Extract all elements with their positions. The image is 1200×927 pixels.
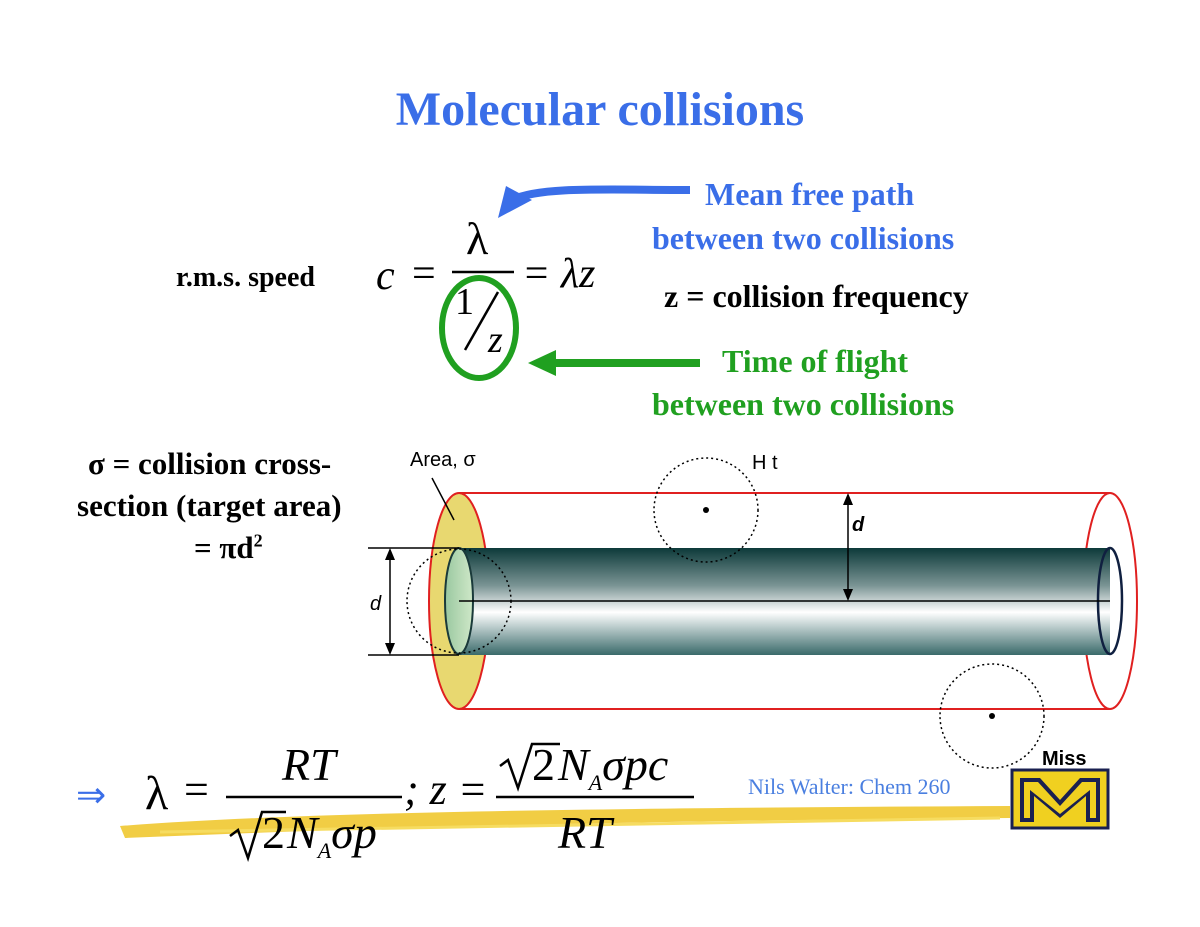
slide-title: Molecular collisions: [395, 83, 805, 136]
formula-num2-root: 2: [532, 739, 555, 790]
formula-den-rest: NAσp: [287, 807, 377, 864]
formula-num-rt: RT: [282, 739, 336, 790]
sigma-definition-line-1: σ = collision cross-: [88, 446, 332, 481]
formula-equals: =: [184, 765, 209, 814]
rms-equals: =: [412, 251, 436, 297]
sqrt-sign-1: [229, 810, 286, 862]
one-over-z-highlight: [439, 275, 519, 381]
rms-lambda-numerator: λ: [466, 213, 489, 264]
slash-1-z: [463, 291, 500, 351]
sigma-definition-line-3: = πd2: [194, 530, 263, 565]
footer-credit: Nils Walter: Chem 260: [748, 774, 951, 799]
formula-den-root: 2: [262, 807, 285, 858]
mean-free-path-note-1: Mean free path: [705, 176, 915, 212]
hit-molecule-circle: [653, 457, 759, 563]
miss-molecule-center: [989, 713, 995, 719]
formula-lambda: λ: [145, 767, 169, 820]
formula-num2-rest: NAσpc: [558, 739, 669, 796]
mean-free-path-note-2: between two collisions: [652, 220, 955, 256]
hit-molecule-center: [703, 507, 709, 513]
time-of-flight-note-2: between two collisions: [652, 386, 955, 422]
time-of-flight-arrowhead: [528, 350, 556, 376]
rms-equals-lambda-z: = λz: [522, 251, 596, 297]
formula-den2-rt: RT: [558, 807, 612, 858]
rms-one: 1: [455, 281, 474, 323]
target-molecule-circle: [406, 548, 512, 654]
ht-label: H t: [752, 452, 778, 474]
rms-z-denominator: z: [488, 319, 503, 361]
rms-c-symbol: c: [376, 253, 395, 299]
area-pointer: [431, 477, 455, 521]
time-of-flight-note-1: Time of flight: [722, 343, 909, 379]
area-label: Area, σ: [410, 449, 476, 471]
d-label-left: d: [370, 593, 382, 615]
mean-free-path-arrow: [510, 185, 691, 204]
z-definition: z = collision frequency: [664, 278, 969, 314]
formula-z-sep: ; z =: [404, 765, 488, 814]
rms-speed-label: r.m.s. speed: [176, 262, 315, 293]
miss-molecule-circle: [939, 663, 1045, 769]
mean-free-path-arrowhead: [498, 186, 532, 218]
miss-label: Miss: [1042, 748, 1087, 770]
implies-arrow: ⇒: [76, 775, 107, 815]
highlighter-stroke: [120, 806, 1010, 838]
sigma-definition-line-2: section (target area): [77, 488, 342, 523]
sqrt-sign-2: [499, 742, 560, 792]
d-label-top: d: [852, 514, 865, 536]
